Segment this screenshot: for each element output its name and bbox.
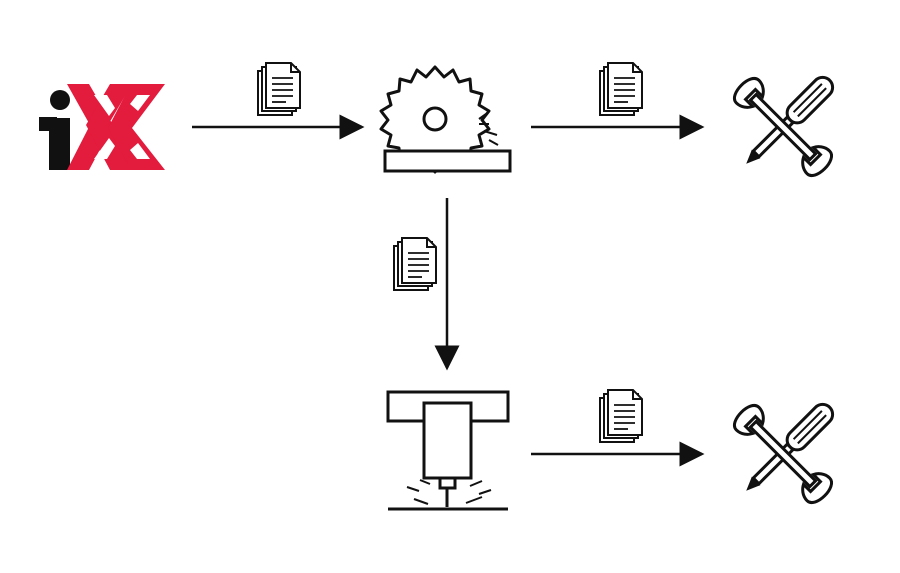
edge-source-to-saw-document-stack-icon: [257, 62, 301, 116]
ix-logo: [39, 84, 165, 170]
edge-saw-to-laser-document-stack-icon: [393, 237, 437, 291]
laser-cutter-icon: [386, 390, 510, 511]
edge-saw-to-tools-top-document-stack-icon: [599, 62, 643, 116]
edge-laser-to-tools-bottom-document-stack-icon: [599, 389, 643, 443]
saw-blade-icon: [379, 65, 512, 174]
tools-bottom-icon: [728, 398, 839, 509]
tools-top-icon: [728, 71, 839, 182]
